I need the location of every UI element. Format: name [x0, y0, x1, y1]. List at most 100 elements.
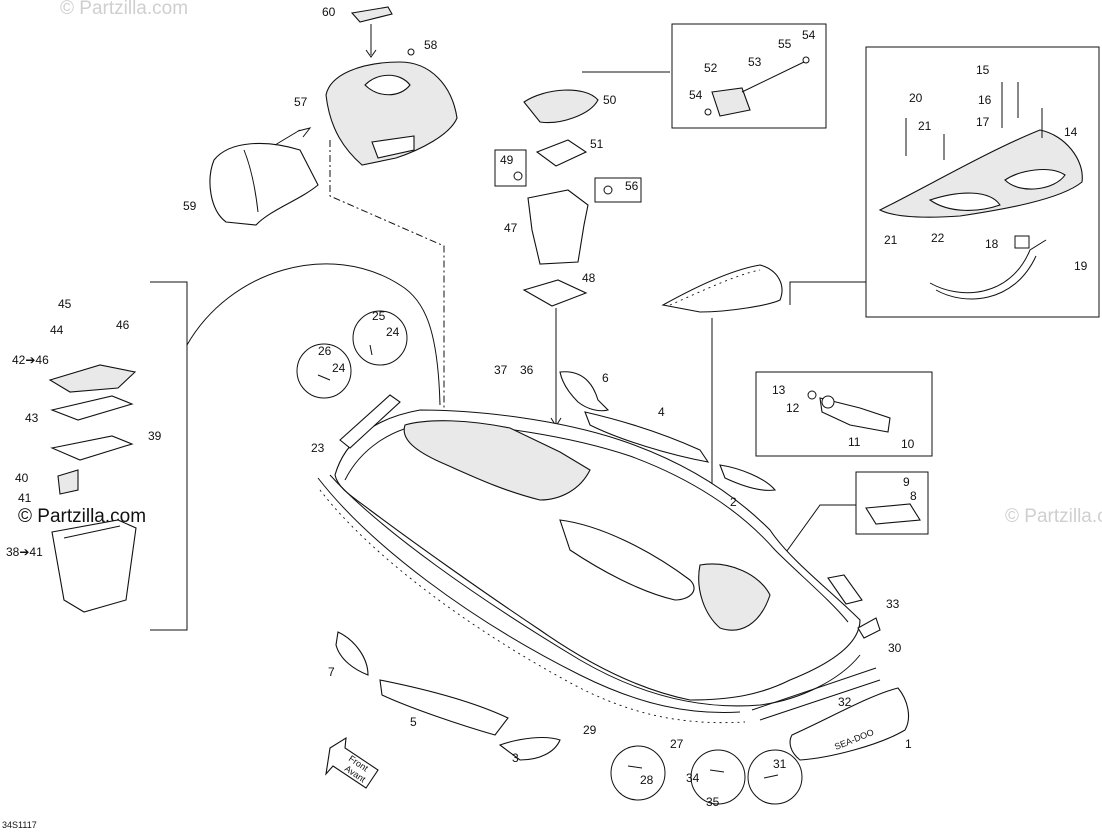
decal-1	[789, 687, 910, 761]
label-19: 19	[1074, 259, 1088, 273]
label-15: 15	[976, 63, 990, 77]
label-11: 11	[848, 435, 861, 449]
part-60-cap	[350, 6, 393, 23]
label-13: 13	[772, 383, 786, 397]
label-58: 58	[424, 38, 438, 52]
hull-deck-console	[403, 420, 591, 501]
label-55: 55	[778, 37, 792, 51]
part-30-cap	[857, 617, 881, 639]
label-25: 25	[372, 309, 386, 323]
hull-group	[317, 394, 881, 724]
label-39: 39	[148, 429, 162, 443]
label-21-bottom: 21	[884, 233, 898, 247]
label-54-right: 54	[802, 28, 816, 42]
label-2: 2	[730, 495, 737, 509]
label-56: 56	[625, 179, 639, 193]
hull-rear-well	[698, 563, 771, 631]
label-47: 47	[504, 221, 518, 235]
part-51-gasket	[535, 139, 588, 167]
plate-inset	[855, 471, 929, 535]
label-3: 3	[512, 751, 519, 765]
label-49: 49	[500, 153, 514, 167]
label-33: 33	[886, 597, 900, 611]
label-40: 40	[15, 471, 29, 485]
part-14-grab	[878, 129, 1083, 218]
label-16: 16	[978, 93, 992, 107]
label-41: 41	[18, 491, 32, 505]
label-38-41: 38➔41	[6, 545, 43, 559]
label-8: 8	[910, 489, 917, 503]
label-30: 30	[888, 641, 902, 655]
label-14: 14	[1064, 125, 1078, 139]
label-54-left: 54	[689, 88, 703, 102]
part-8-plate	[865, 503, 921, 525]
label-29: 29	[583, 723, 597, 737]
watermark-top: © Partzilla.com	[60, 0, 188, 19]
rear-seat-outline	[661, 264, 783, 313]
front-arrow-shape	[325, 736, 379, 789]
label-27: 27	[670, 737, 684, 751]
part-39-seal	[50, 435, 134, 461]
part-50-lid	[523, 89, 599, 124]
label-1: 1	[905, 737, 912, 751]
decal-5	[379, 679, 509, 736]
part-59-panel	[209, 142, 319, 226]
callout-labels: 1 2 3 4 5 6 7 8 9 10 11 12 13 14 15 16 1…	[6, 5, 1088, 809]
part-23-trim	[339, 394, 401, 449]
label-17: 17	[976, 115, 990, 129]
label-5: 5	[410, 715, 417, 729]
watermark-right: © Partzilla.com	[1005, 506, 1102, 527]
label-36: 36	[520, 363, 534, 377]
label-6: 6	[602, 371, 609, 385]
part-10-bracket	[819, 397, 891, 433]
label-28: 28	[640, 773, 654, 787]
label-24-lower: 24	[332, 361, 346, 375]
label-43: 43	[25, 411, 39, 425]
part-48-seal	[522, 279, 588, 307]
label-32: 32	[838, 695, 852, 709]
label-46: 46	[116, 318, 130, 332]
label-12: 12	[786, 401, 800, 415]
label-60: 60	[322, 5, 336, 19]
label-18: 18	[985, 237, 999, 251]
label-51: 51	[590, 137, 604, 151]
part-57-cover	[325, 61, 458, 166]
footwell-bin-group	[48, 263, 441, 631]
label-59: 59	[183, 199, 197, 213]
front-arrow: Front Avant	[325, 736, 379, 789]
part-49-box	[494, 149, 527, 187]
label-7: 7	[328, 665, 335, 679]
storage-bin-group	[494, 23, 827, 427]
label-20: 20	[909, 91, 923, 105]
part-43-seal	[50, 395, 134, 421]
label-37: 37	[494, 363, 508, 377]
label-45: 45	[58, 297, 72, 311]
part-58-screw	[407, 48, 415, 56]
label-10: 10	[901, 437, 915, 451]
diagram-code: 34S1117	[2, 820, 37, 830]
label-52: 52	[704, 61, 718, 75]
rear-seat-group	[661, 46, 1100, 523]
label-31: 31	[773, 757, 787, 771]
decal-3	[498, 736, 561, 761]
label-53: 53	[748, 55, 762, 69]
label-50: 50	[603, 93, 617, 107]
label-26: 26	[318, 344, 332, 358]
bracket-insets	[755, 371, 933, 581]
label-34: 34	[686, 771, 700, 785]
glove-box-cover-group	[209, 6, 458, 412]
part-52-pad	[711, 87, 751, 117]
part-40-clip	[57, 469, 79, 495]
decal-7	[335, 631, 369, 676]
part-41-bin	[51, 519, 137, 613]
label-9: 9	[903, 475, 910, 489]
decal-4	[584, 411, 710, 463]
decal-6	[559, 371, 610, 412]
label-57: 57	[294, 95, 308, 109]
label-48: 48	[582, 271, 596, 285]
label-22: 22	[931, 231, 945, 245]
label-24-upper: 24	[386, 325, 400, 339]
label-44: 44	[50, 323, 64, 337]
label-23: 23	[311, 441, 325, 455]
